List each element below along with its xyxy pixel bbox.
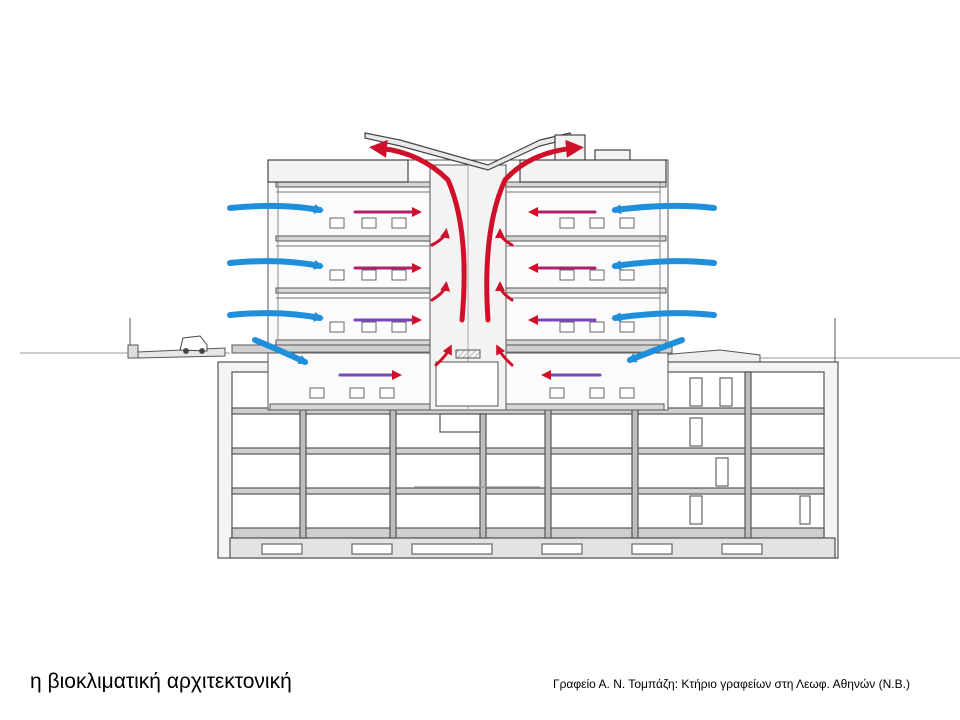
building-section-diagram: [20, 132, 960, 559]
street-left: [127, 318, 226, 359]
office-floors: [231, 159, 673, 411]
room-air-flows: [338, 207, 602, 380]
slide-credit: Γραφείο Α. Ν. Τομπάζη: Κτήριο γραφείων σ…: [553, 677, 910, 691]
car-icon: [179, 335, 208, 354]
fresh-air-flows: [227, 202, 717, 365]
exhaust-air-flows: [369, 139, 584, 367]
roof: [267, 132, 667, 183]
slide-title: η βιοκλιματική αρχιτεκτονική: [30, 670, 292, 693]
